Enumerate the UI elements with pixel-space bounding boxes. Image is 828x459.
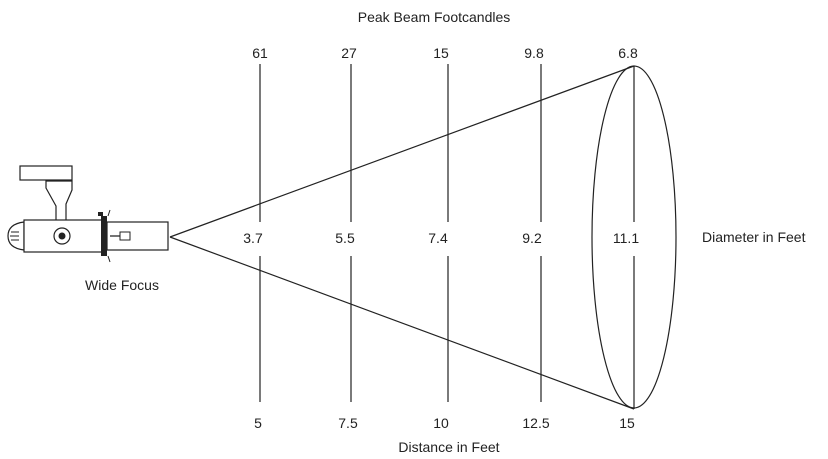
fixture-clamp [19, 165, 73, 181]
column-5ft: 61 3.7 5 [243, 45, 268, 431]
diameter-value: 11.1 [613, 230, 639, 246]
diameter-value: 7.4 [428, 230, 448, 246]
diameter-in-feet-label: Diameter in Feet [702, 229, 806, 245]
fixture-lens-barrel [106, 221, 169, 251]
beam-upper-edge [169, 65, 635, 238]
beam-lower-edge [169, 236, 635, 410]
distance-value: 12.5 [522, 415, 549, 431]
footcandles-value: 27 [341, 45, 357, 61]
distance-value: 7.5 [338, 415, 358, 431]
column-7-5ft: 27 5.5 7.5 [335, 45, 358, 431]
fixture-gate [101, 216, 107, 256]
column-10ft: 15 7.4 10 [428, 45, 449, 431]
diameter-value: 3.7 [243, 230, 263, 246]
column-12-5ft: 9.8 9.2 12.5 [522, 45, 550, 431]
distance-columns: 61 3.7 5 27 5.5 7.5 15 7.4 10 9. [243, 45, 639, 431]
footcandles-value: 9.8 [524, 45, 544, 61]
distance-value: 5 [254, 415, 262, 431]
distance-in-feet-title: Distance in Feet [398, 439, 499, 455]
footcandles-value: 15 [433, 45, 449, 61]
footcandles-value: 61 [252, 45, 268, 61]
footcandles-value: 6.8 [618, 45, 638, 61]
fixture-body [23, 219, 103, 253]
diameter-value: 5.5 [335, 230, 355, 246]
peak-beam-footcandles-title: Peak Beam Footcandles [358, 9, 511, 25]
spotlight-fixture-icon [7, 165, 169, 263]
distance-value: 15 [619, 415, 635, 431]
diameter-value: 9.2 [522, 230, 542, 246]
distance-value: 10 [433, 415, 449, 431]
wide-focus-label: Wide Focus [85, 277, 159, 293]
column-15ft: 6.8 11.1 15 [613, 45, 639, 431]
